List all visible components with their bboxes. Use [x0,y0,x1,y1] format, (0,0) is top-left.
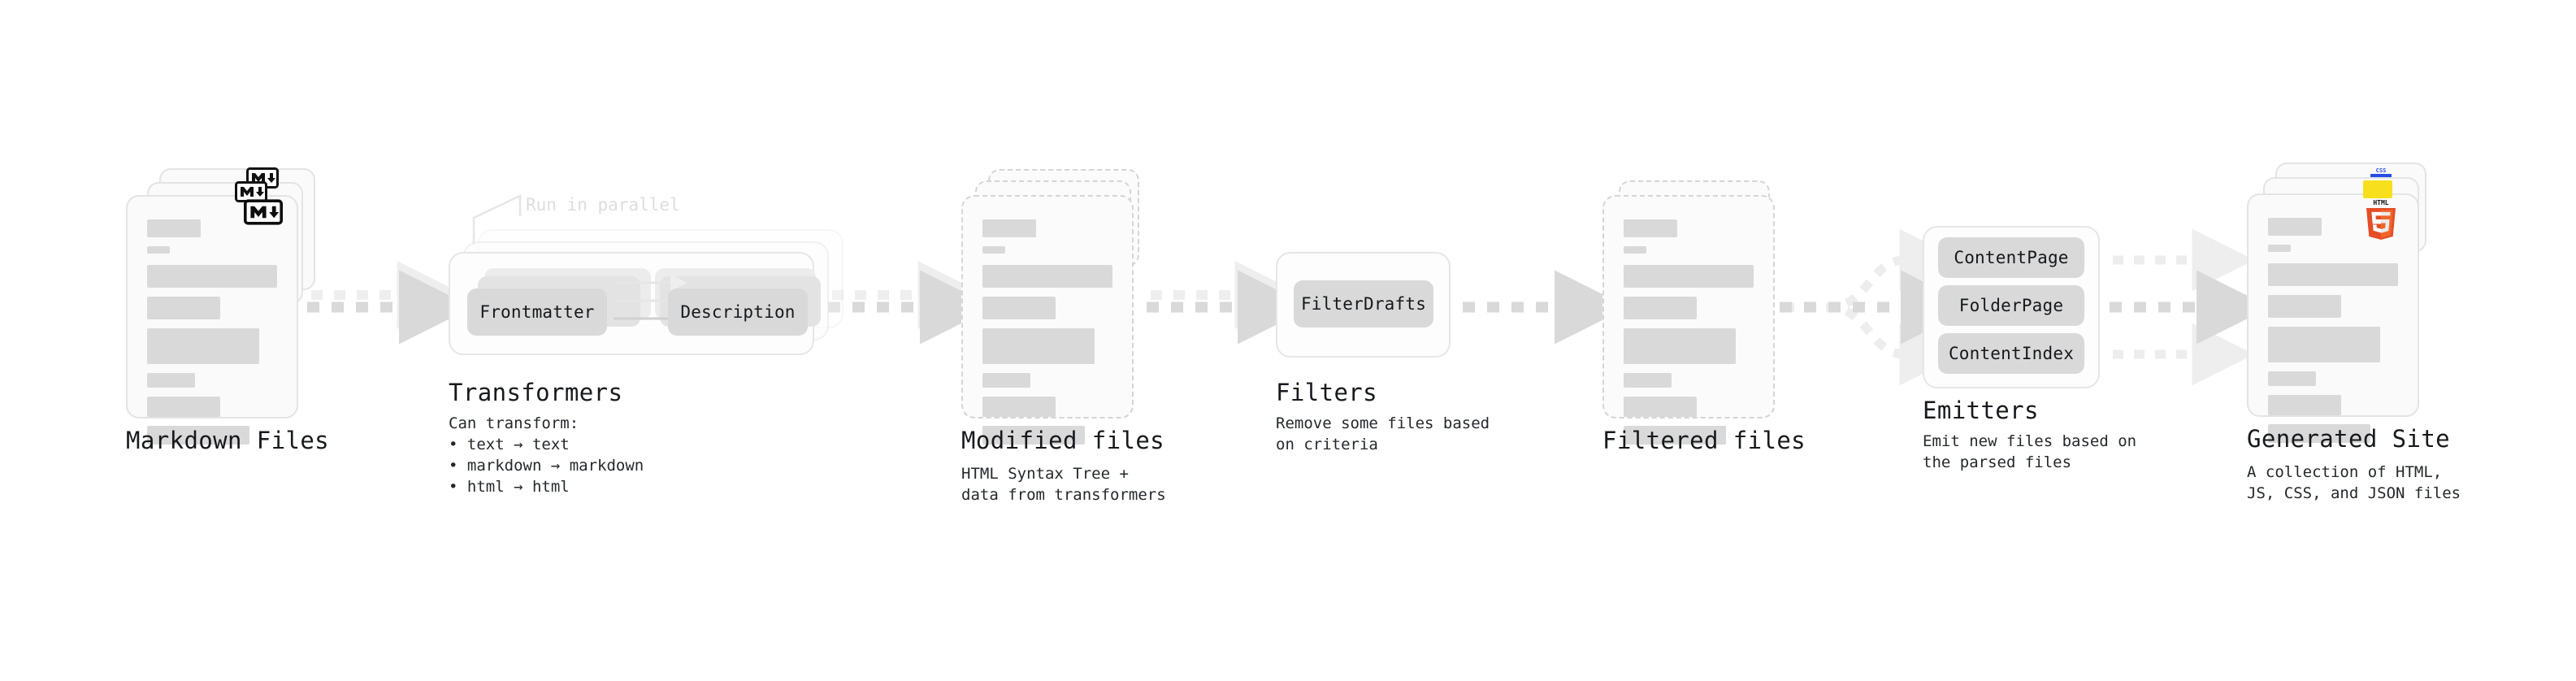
transformer-chip-frontmatter[interactable]: Frontmatter [467,288,607,336]
emitter-chip-contentindex[interactable]: ContentIndex [1938,333,2084,374]
connector-emitters-to-site [2110,228,2270,386]
modified-skeleton [982,219,1112,453]
connector-markdown-to-transformers [307,261,473,345]
transformer-chip-description[interactable]: Description [668,288,808,336]
modified-files-title: Modified files [961,427,1165,454]
site-skeleton [2268,218,2398,452]
filters-subtitle: Remove some files based on criteria [1276,414,1490,453]
filters-title: Filters [1276,379,1378,406]
filtered-files-title: Filtered files [1602,427,1806,454]
markdown-icon [244,199,283,225]
svg-text:HTML: HTML [2373,199,2388,206]
emitter-chip-folderpage[interactable]: FolderPage [1938,285,2084,326]
generated-site-title: Generated Site [2247,425,2451,453]
js-badge [2363,180,2392,198]
filtered-skeleton [1624,219,1754,453]
emitters-title: Emitters [1923,397,2039,424]
css3-badge: CSS [2370,167,2392,177]
svg-text:CSS: CSS [2376,167,2387,174]
filter-chip-filterdrafts[interactable]: FilterDrafts [1294,280,1433,327]
connector-modified-to-filters [1147,261,1312,345]
emitters-subtitle: Emit new files based on the parsed files [1923,432,2137,471]
run-in-parallel-annotation: Run in parallel [526,195,680,215]
markdown-card-front [126,195,298,445]
markdown-icon-back-1 [235,181,267,202]
connector-filtered-to-emitters [1780,228,1975,386]
generated-site-subtitle: A collection of HTML, JS, CSS, and JSON … [2247,463,2461,502]
emitter-chip-contentpage[interactable]: ContentPage [1938,237,2084,278]
transformers-subtitle: Can transform: • text → text • markdown … [449,414,644,496]
modified-files-subtitle: HTML Syntax Tree + data from transformer… [961,465,1166,504]
transformers-title: Transformers [449,379,623,406]
filtered-card-front [1602,195,1775,445]
modified-card-front [961,195,1134,445]
markdown-skeleton [147,219,277,453]
markdown-files-title: Markdown Files [126,427,330,454]
site-card-front [2247,193,2419,443]
html5-icon: HTML [2366,199,2396,240]
